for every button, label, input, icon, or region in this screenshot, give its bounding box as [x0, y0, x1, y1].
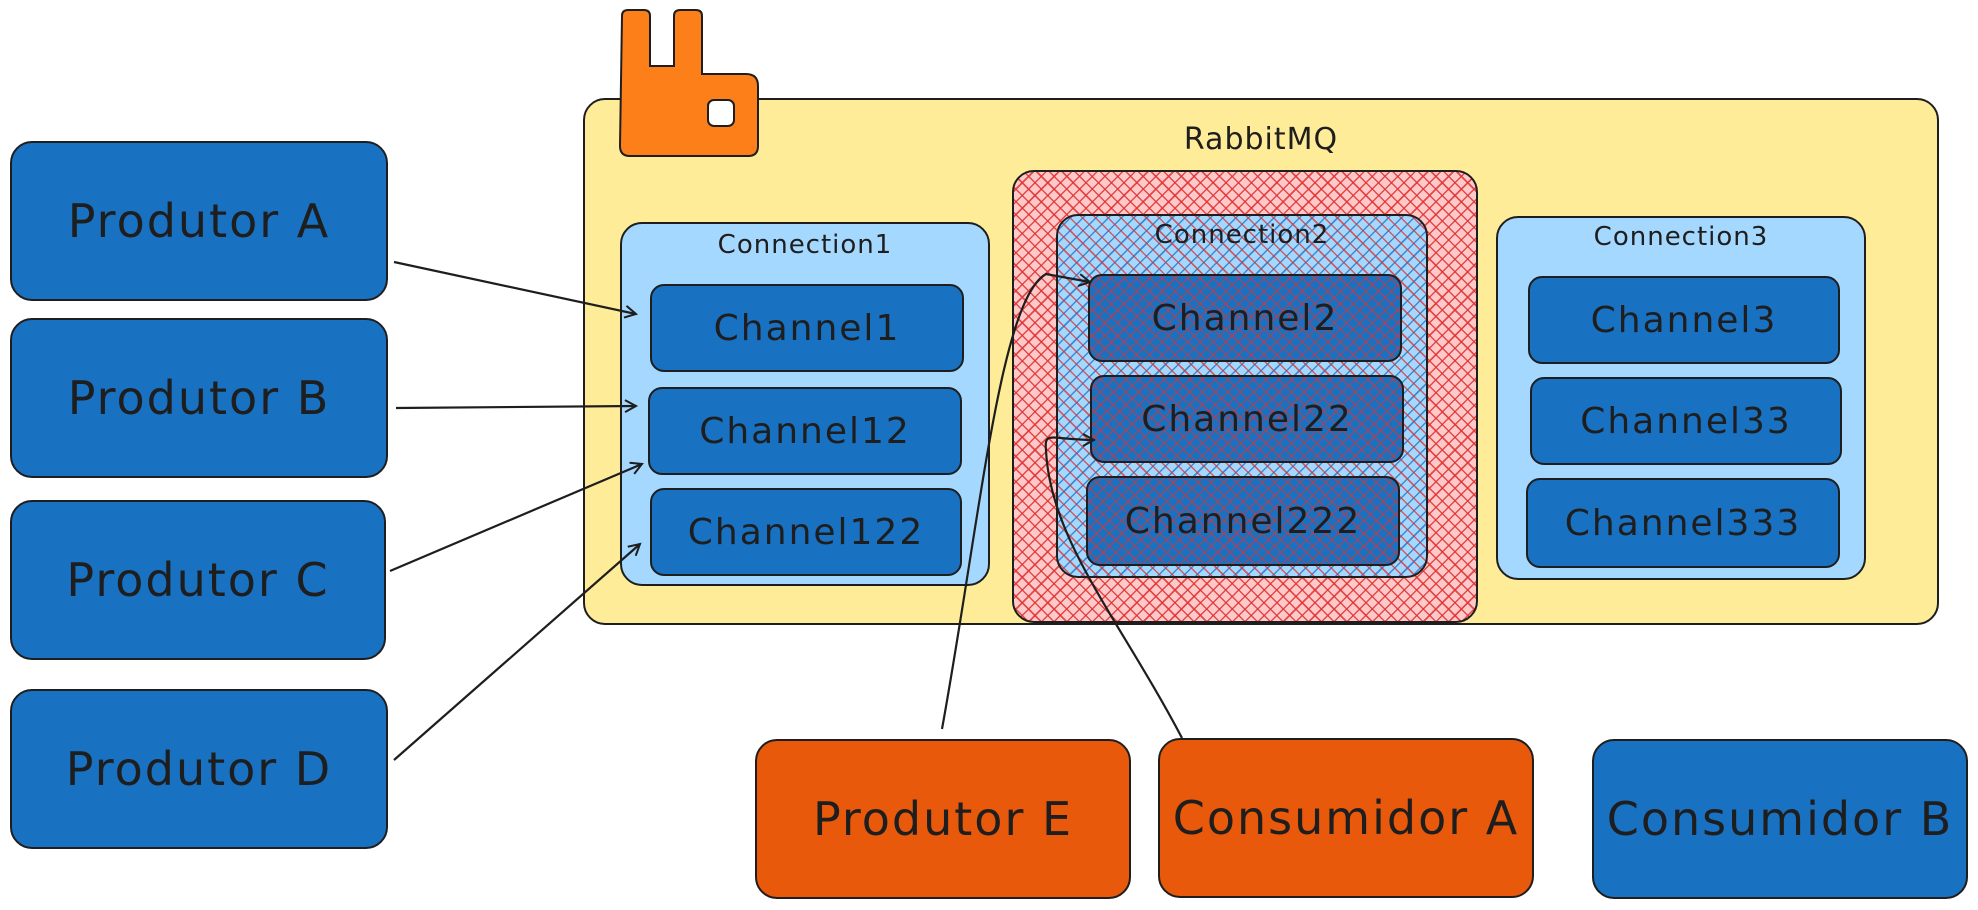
producer-b-label: Produtor B — [67, 371, 331, 425]
channel-3[interactable]: Channel3 — [1528, 276, 1840, 364]
channel-12-label: Channel12 — [699, 410, 911, 452]
producer-d-label: Produtor D — [65, 742, 333, 796]
producer-a-label: Produtor A — [67, 194, 331, 248]
channel-22[interactable]: Channel22 — [1090, 375, 1404, 463]
producer-d[interactable]: Produtor D — [10, 689, 388, 849]
channel-2-label: Channel2 — [1151, 297, 1339, 339]
channel-2[interactable]: Channel2 — [1088, 274, 1402, 362]
consumer-a[interactable]: Consumidor A — [1158, 738, 1534, 898]
channel-1[interactable]: Channel1 — [650, 284, 964, 372]
rabbitmq-title: RabbitMQ — [1183, 122, 1339, 157]
connection3-title: Connection3 — [1593, 222, 1769, 252]
channel-33-label: Channel33 — [1580, 400, 1792, 442]
producer-b[interactable]: Produtor B — [10, 318, 388, 478]
channel-122-label: Channel122 — [687, 511, 925, 553]
channel-12[interactable]: Channel12 — [648, 387, 962, 475]
producer-e-label: Produtor E — [812, 792, 1074, 846]
consumer-b[interactable]: Consumidor B — [1592, 739, 1968, 899]
producer-c[interactable]: Produtor C — [10, 500, 386, 660]
connection2-title: Connection2 — [1154, 220, 1330, 250]
consumer-a-label: Consumidor A — [1172, 791, 1520, 845]
producer-a[interactable]: Produtor A — [10, 141, 388, 301]
rabbitmq-logo-icon — [618, 9, 759, 157]
channel-22-label: Channel22 — [1141, 398, 1353, 440]
channel-3-label: Channel3 — [1590, 299, 1778, 341]
channel-222-label: Channel222 — [1124, 500, 1362, 542]
channel-333[interactable]: Channel333 — [1526, 478, 1840, 568]
producer-e[interactable]: Produtor E — [755, 739, 1131, 899]
channel-1-label: Channel1 — [713, 307, 901, 349]
consumer-b-label: Consumidor B — [1606, 792, 1954, 846]
channel-33[interactable]: Channel33 — [1530, 377, 1842, 465]
channel-122[interactable]: Channel122 — [650, 488, 962, 576]
producer-c-label: Produtor C — [66, 553, 330, 607]
channel-333-label: Channel333 — [1564, 502, 1802, 544]
channel-222[interactable]: Channel222 — [1086, 476, 1400, 566]
connection1-title: Connection1 — [717, 230, 893, 260]
